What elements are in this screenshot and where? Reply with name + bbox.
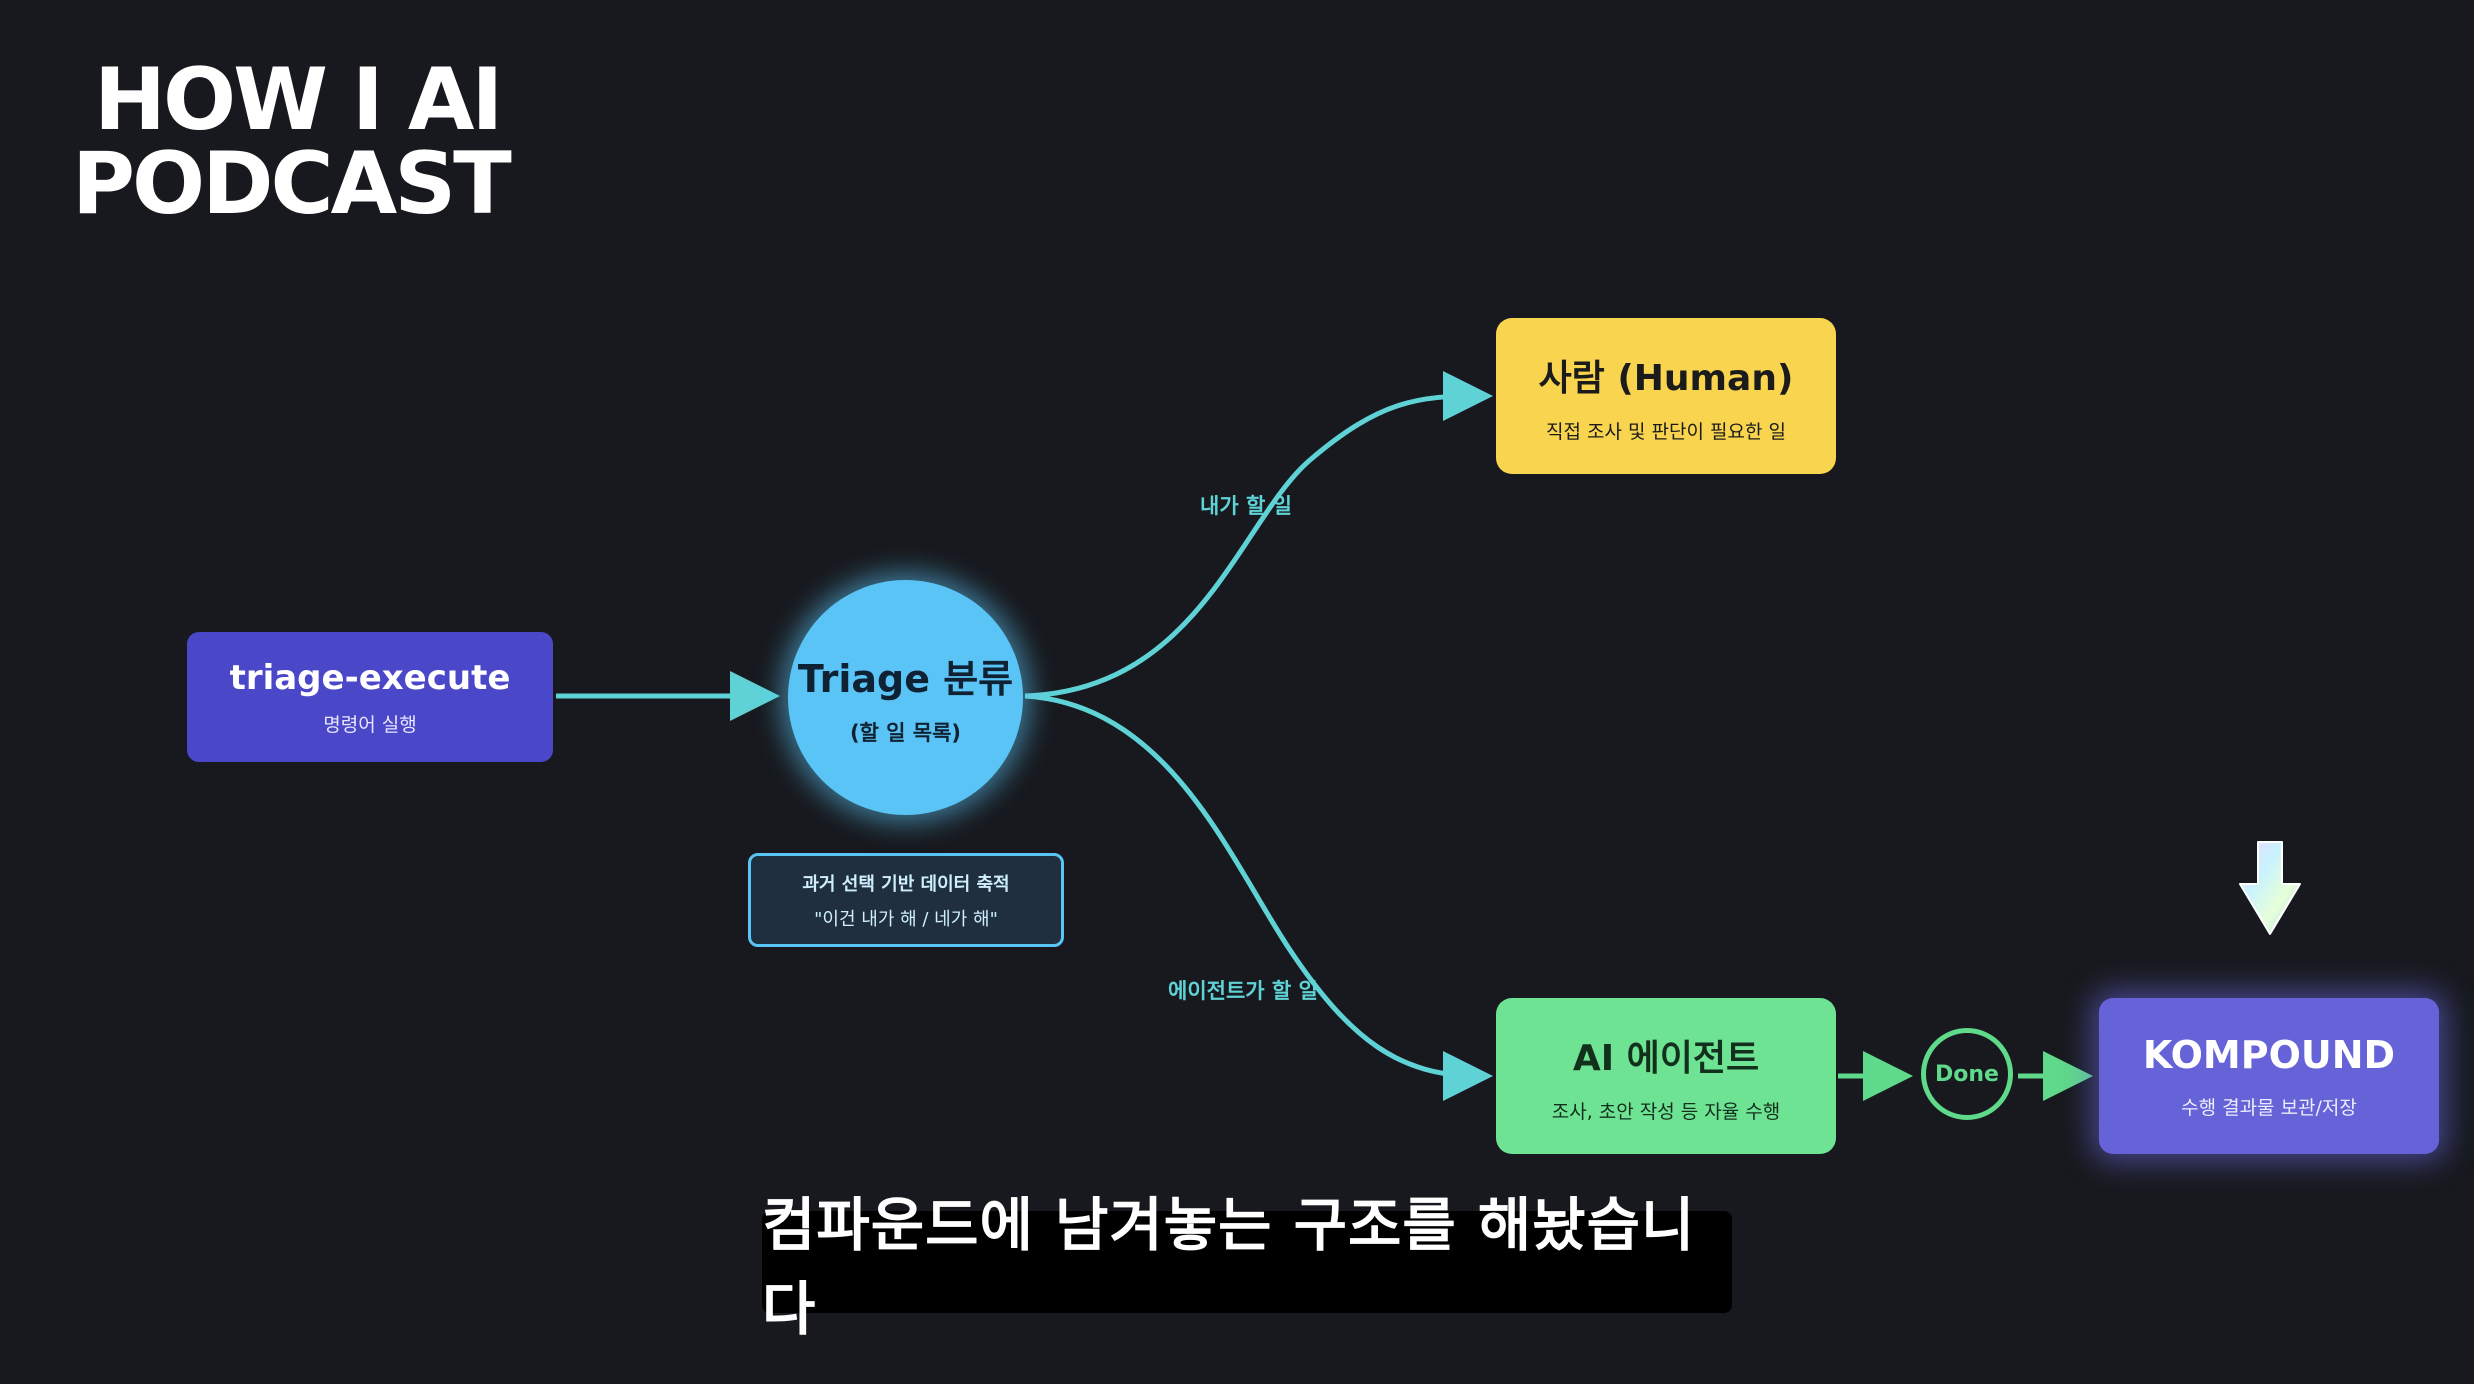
logo-line-1: HOW I AI: [94, 50, 503, 150]
done-label: Done: [1935, 1061, 1999, 1087]
triage-title: Triage 분류: [797, 657, 1014, 701]
triage-note-box: 과거 선택 기반 데이터 축적 "이건 내가 해 / 네가 해": [748, 853, 1064, 947]
triage-execute-node: triage-execute 명령어 실행: [187, 632, 553, 762]
triage-node: Triage 분류 (할 일 목록): [788, 580, 1023, 815]
logo-line-2: PODCAST: [72, 134, 512, 234]
human-node: 사람 (Human) 직접 조사 및 판단이 필요한 일: [1496, 318, 1836, 474]
triage-execute-subtitle: 명령어 실행: [323, 713, 417, 736]
edge-triage-to-human: [1024, 371, 1493, 699]
video-caption: 컴파운드에 남겨놓는 구조를 해놨습니다: [762, 1191, 1732, 1343]
note-line-1: 과거 선택 기반 데이터 축적: [802, 873, 1010, 895]
human-title: 사람 (Human): [1538, 357, 1794, 399]
kompound-node: KOMPOUND 수행 결과물 보관/저장: [2099, 998, 2439, 1154]
triage-execute-title: triage-execute: [229, 657, 511, 698]
ai-agent-title: AI 에이전트: [1572, 1037, 1760, 1079]
down-arrow-icon: [2239, 841, 2301, 935]
triage-subtitle: (할 일 목록): [849, 721, 962, 745]
ai-agent-subtitle: 조사, 초안 작성 등 자율 수행: [1551, 1100, 1781, 1123]
kompound-title: KOMPOUND: [2142, 1032, 2396, 1077]
ai-agent-node: AI 에이전트 조사, 초안 작성 등 자율 수행: [1496, 998, 1836, 1154]
edge-triage-to-ai: [1024, 693, 1493, 1101]
podcast-logo: HOW I AI PODCAST: [72, 50, 512, 234]
edge-label-mine: 내가 할 일: [1200, 494, 1292, 518]
edge-label-agent: 에이전트가 할 일: [1168, 979, 1318, 1003]
done-node: Done: [1921, 1028, 2013, 1120]
human-subtitle: 직접 조사 및 판단이 필요한 일: [1546, 420, 1786, 443]
kompound-subtitle: 수행 결과물 보관/저장: [2181, 1096, 2357, 1119]
note-line-2: "이건 내가 해 / 네가 해": [814, 908, 998, 930]
